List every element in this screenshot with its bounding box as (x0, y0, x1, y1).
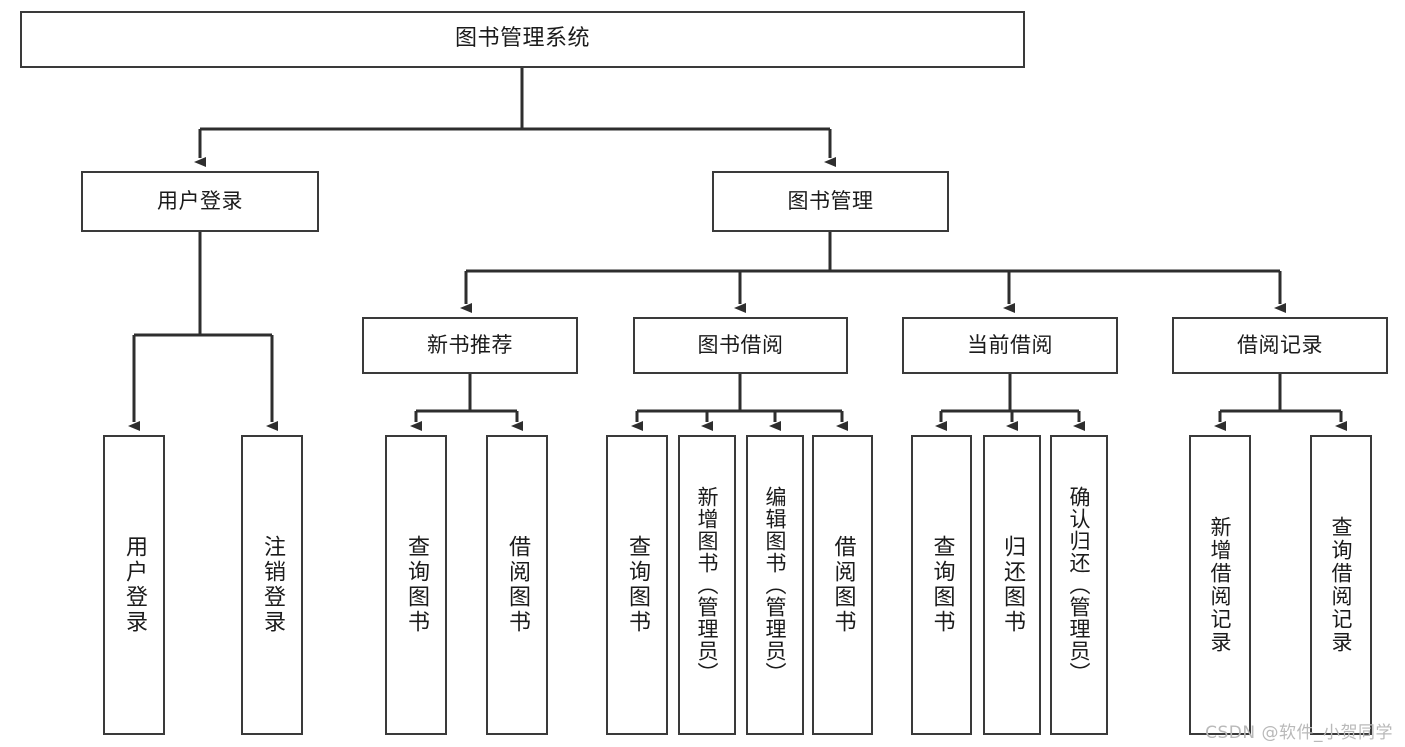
node-leaf-查询图书-图书借阅[interactable]: 查询图书 (606, 435, 668, 735)
node-label: 借阅图书 (505, 535, 530, 635)
node-leaf-借阅图书-图书借阅[interactable]: 借阅图书 (812, 435, 873, 735)
node-level3-新书推荐[interactable]: 新书推荐 (362, 317, 578, 374)
node-label: 查询图书 (404, 535, 429, 635)
node-root-图书管理系统[interactable]: 图书管理系统 (20, 11, 1025, 68)
node-leaf-新增借阅记录[interactable]: 新增借阅记录 (1189, 435, 1251, 735)
node-label: 用户登录 (122, 535, 147, 635)
csdn-watermark: CSDN @软件_小贺同学 (1205, 723, 1393, 743)
node-label: 归还图书 (1000, 535, 1025, 635)
node-label: 图书管理系统 (454, 26, 590, 52)
node-leaf-确认归还-管理员[interactable]: 确认归还（管理员） (1050, 435, 1108, 735)
node-level2-用户登录[interactable]: 用户登录 (81, 171, 319, 232)
node-label: 新书推荐 (427, 332, 513, 357)
node-label: 新增图书（管理员） (695, 486, 719, 684)
node-label: 查询图书 (625, 535, 650, 635)
node-level3-当前借阅[interactable]: 当前借阅 (902, 317, 1118, 374)
node-label: 图书借阅 (697, 332, 784, 357)
node-leaf-编辑图书-管理员[interactable]: 编辑图书（管理员） (746, 435, 804, 735)
node-label: 借阅记录 (1237, 332, 1323, 357)
node-label: 确认归还（管理员） (1067, 486, 1091, 684)
node-label: 注销登录 (260, 535, 285, 635)
node-leaf-查询图书-新书推荐[interactable]: 查询图书 (385, 435, 447, 735)
node-label: 借阅图书 (830, 535, 856, 635)
node-leaf-查询借阅记录[interactable]: 查询借阅记录 (1310, 435, 1372, 735)
node-label: 新增借阅记录 (1208, 516, 1232, 654)
node-label: 编辑图书（管理员） (763, 486, 787, 684)
node-leaf-借阅图书-新书推荐[interactable]: 借阅图书 (486, 435, 548, 735)
node-label: 当前借阅 (967, 332, 1053, 357)
node-level3-图书借阅[interactable]: 图书借阅 (633, 317, 848, 374)
node-level3-借阅记录[interactable]: 借阅记录 (1172, 317, 1388, 374)
node-label: 查询借阅记录 (1329, 516, 1353, 654)
node-leaf-归还图书[interactable]: 归还图书 (983, 435, 1041, 735)
node-level2-图书管理[interactable]: 图书管理 (712, 171, 949, 232)
node-leaf-注销登录[interactable]: 注销登录 (241, 435, 303, 735)
node-leaf-用户登录[interactable]: 用户登录 (103, 435, 165, 735)
node-label: 查询图书 (929, 535, 955, 635)
node-leaf-新增图书-管理员[interactable]: 新增图书（管理员） (678, 435, 736, 735)
node-leaf-查询图书-当前借阅[interactable]: 查询图书 (911, 435, 972, 735)
node-label: 用户登录 (157, 188, 243, 213)
node-label: 图书管理 (787, 188, 874, 213)
